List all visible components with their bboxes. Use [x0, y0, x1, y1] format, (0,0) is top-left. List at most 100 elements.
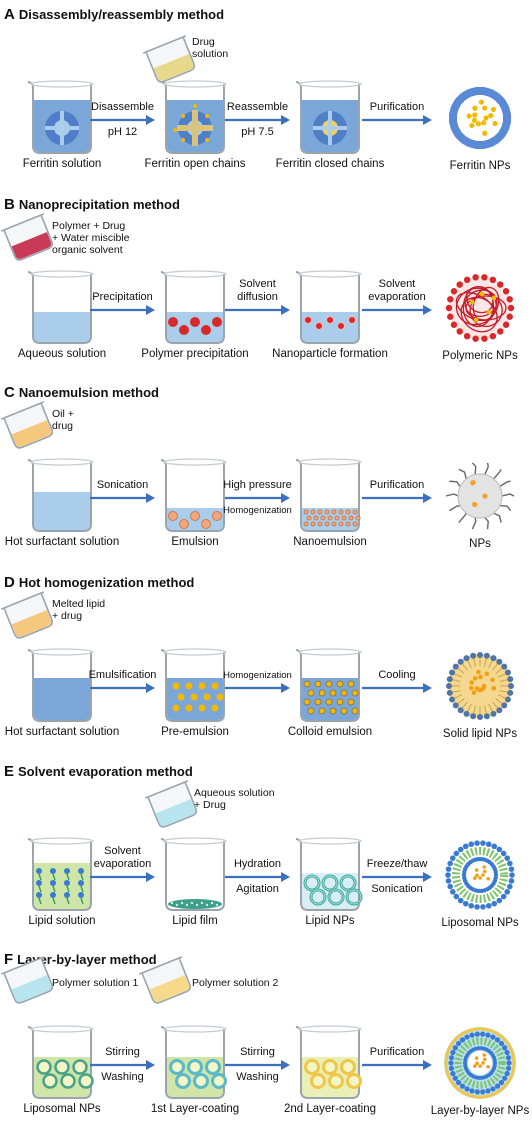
arrow-label-top: Purification — [369, 1046, 425, 1058]
beaker-1 — [27, 80, 94, 154]
particle — [314, 680, 322, 688]
particle — [314, 698, 322, 706]
arrow-label-bottom: pH 7.5 — [241, 126, 274, 138]
section-drawing — [0, 401, 515, 532]
particle — [482, 1057, 487, 1062]
particle — [472, 105, 478, 111]
beaker-3 — [295, 80, 362, 154]
particle — [304, 316, 312, 324]
process-arrow-3 — [362, 115, 432, 125]
particle — [212, 511, 222, 521]
particle — [306, 515, 312, 521]
particle — [488, 113, 494, 119]
particle — [486, 309, 492, 315]
particle — [325, 698, 333, 706]
arrow-label-top: Hydration — [233, 858, 282, 870]
particle — [481, 1061, 485, 1065]
section-drawing — [27, 780, 515, 911]
beaker-liquid — [34, 312, 90, 342]
section-letter: B — [4, 196, 15, 213]
particle — [307, 707, 315, 715]
beaker-liquid — [34, 492, 90, 530]
pour-note: Oil +drug — [52, 408, 74, 432]
particle — [185, 682, 193, 690]
particle — [313, 515, 319, 521]
particle — [352, 509, 358, 515]
particle — [303, 698, 311, 706]
particle — [491, 295, 497, 301]
particle — [168, 511, 178, 521]
particle — [345, 509, 351, 515]
particle — [201, 519, 211, 529]
particle — [473, 1064, 477, 1068]
particle — [471, 690, 477, 696]
step-label-2: Lipid film — [172, 915, 218, 927]
particle — [475, 121, 482, 127]
particle — [205, 138, 209, 142]
beaker-2 — [160, 1025, 227, 1099]
particle — [474, 1056, 479, 1060]
particle — [190, 693, 198, 701]
particle — [474, 686, 480, 691]
step-label-3: Colloid emulsion — [287, 726, 373, 738]
arrow-label-top: Reassemble — [226, 101, 289, 113]
beaker-rim — [30, 837, 94, 845]
particle — [190, 317, 200, 327]
particle — [351, 707, 359, 715]
process-arrow-1 — [90, 305, 155, 315]
section-drawing — [27, 35, 511, 154]
particle — [170, 901, 174, 905]
process-arrow-1 — [90, 872, 155, 882]
particle — [185, 704, 193, 712]
nanoparticle-E — [445, 840, 515, 910]
beaker-3 — [295, 270, 362, 344]
particle — [315, 322, 323, 330]
particle — [168, 317, 178, 327]
particle — [475, 873, 479, 878]
process-arrow-3 — [362, 1060, 432, 1070]
particle — [205, 903, 209, 907]
step-label-4: Polymeric NPs — [442, 350, 518, 362]
particle — [482, 869, 487, 874]
particle — [472, 501, 477, 507]
pour-note-2: Polymer solution 2 — [192, 977, 279, 989]
beaker-rim — [298, 1025, 362, 1033]
section-title-text: Solvent evaporation method — [18, 764, 193, 779]
beaker-3 — [295, 1025, 362, 1099]
arrow-label-top: Freeze/thaw — [366, 858, 428, 870]
particle — [205, 114, 209, 118]
particle — [336, 680, 344, 688]
beaker-rim — [30, 1025, 94, 1033]
arrow-label-top: Homogenization — [223, 670, 292, 681]
particle — [478, 876, 482, 880]
arrow-label-top: Disassemble — [91, 101, 154, 113]
beaker-rim — [163, 648, 227, 656]
arrow-label-bottom: Sonication — [371, 883, 423, 895]
particle — [478, 674, 483, 680]
step-label-1: Hot surfactant solution — [4, 726, 120, 738]
beaker-rim — [298, 648, 362, 656]
step-label-3: Nanoparticle formation — [272, 348, 388, 360]
particle — [320, 515, 326, 521]
particle — [476, 669, 481, 675]
nanoparticle-C — [445, 462, 515, 530]
particle — [212, 317, 222, 327]
beaker-liquid — [302, 312, 358, 342]
step-label-4: Solid lipid NPs — [442, 728, 518, 740]
beaker-1 — [27, 270, 94, 344]
section-title-text: Layer-by-layer method — [17, 952, 157, 967]
particle — [193, 104, 197, 108]
pour-beaker — [144, 780, 198, 828]
step-label-1: Liposomal NPs — [23, 1103, 101, 1115]
particle — [181, 138, 185, 142]
particle — [331, 521, 337, 527]
particle — [340, 689, 348, 697]
